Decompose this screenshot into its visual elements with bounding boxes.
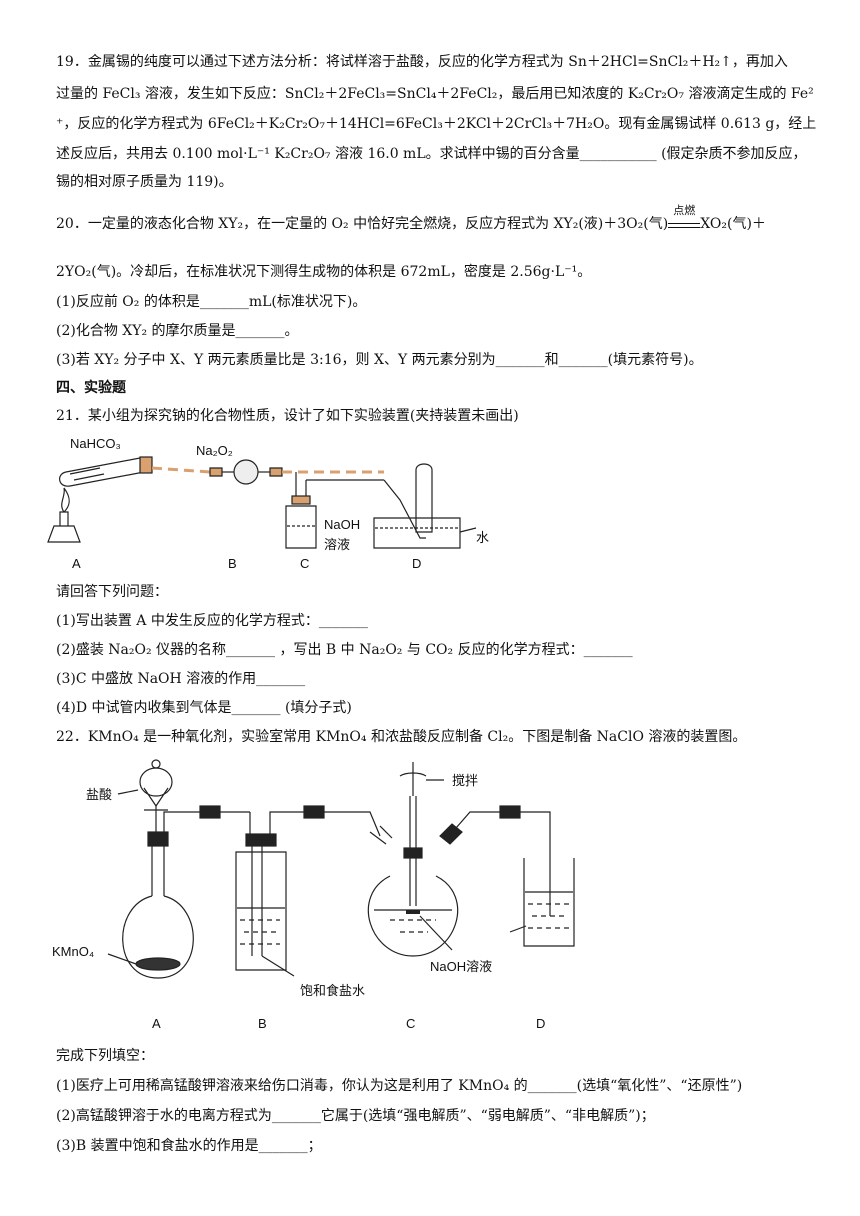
naoh-label: NaOH	[324, 517, 361, 532]
nahco3-label: NaHCO₃	[70, 436, 121, 451]
alcohol-lamp	[47, 525, 81, 543]
q21-intro: 请回答下列问题：	[56, 584, 168, 600]
q21-part-3: (3)C 中盛放 NaOH 溶液的作用_______	[56, 671, 306, 687]
q21-apparatus-figure	[47, 456, 477, 549]
q19-line-2: 过量的 FeCl₃ 溶液，发生如下反应：SnCl₂＋2FeCl₃=SnCl₄＋2…	[56, 86, 814, 102]
q22-part-2: (2)高锰酸钾溶于水的电离方程式为_______它属于(选填“强电解质”、“弱电…	[56, 1108, 655, 1124]
fig2-label-c: C	[406, 1016, 416, 1031]
na2o2-label: Na₂O₂	[196, 443, 233, 458]
q20-part-2: (2)化合物 XY₂ 的摩尔质量是_______。	[56, 323, 299, 339]
kmno4-label: KMnO₄	[52, 944, 95, 959]
q20-part-1: (1)反应前 O₂ 的体积是_______mL(标准状况下)。	[56, 294, 367, 310]
q22-apparatus-figure	[107, 759, 575, 979]
brine-label: 饱和食盐水	[300, 983, 366, 998]
fig1-label-c: C	[300, 556, 310, 571]
ignite-label: 点燃	[673, 204, 696, 217]
q20-line-1: 20．一定量的液态化合物 XY₂，在一定量的 O₂ 中恰好完全燃烧，反应方程式为…	[56, 204, 766, 234]
q21-stem: 21．某小组为探究钠的化合物性质，设计了如下实验装置(夹持装置未画出)	[56, 408, 519, 424]
q22-part-1: (1)医疗上可用稀高锰酸钾溶液来给伤口消毒，你认为这是利用了 KMnO₄ 的__…	[56, 1078, 743, 1094]
q20-line-1-a: 20．一定量的液态化合物 XY₂，在一定量的 O₂ 中恰好完全燃烧，反应方程式为…	[56, 216, 669, 232]
naoh-solution-label: NaOH溶液	[430, 959, 493, 974]
q21-part-2: (2)盛装 Na₂O₂ 仪器的名称_______ ，写出 B 中 Na₂O₂ 与…	[56, 642, 633, 658]
fig2-label-d: D	[536, 1016, 546, 1031]
fig1-label-b: B	[228, 556, 237, 571]
q19-line-1: 19．金属锡的纯度可以通过下述方法分析：将试样溶于盐酸，反应的化学方程式为 Sn…	[56, 54, 788, 70]
section-heading: 四、实验题	[56, 380, 126, 396]
q20-line-2: 2YO₂(气)。冷却后，在标准状况下测得生成物的体积是 672mL，密度是 2.…	[56, 264, 592, 280]
fig2-label-a: A	[152, 1016, 161, 1031]
q22-part-3: (3)B 装置中饱和食盐水的作用是_______；	[56, 1138, 322, 1154]
fig1-label-a: A	[72, 556, 81, 571]
reaction-condition: 点燃	[668, 204, 701, 228]
q21-part-4: (4)D 中试管内收集到气体是_______ (填分子式)	[56, 700, 352, 716]
q22-stem: 22．KMnO₄ 是一种氧化剂，实验室常用 KMnO₄ 和浓盐酸反应制备 Cl₂…	[56, 729, 747, 745]
q20-line-1-b: XO₂(气)＋	[700, 216, 766, 232]
fig1-label-d: D	[412, 556, 422, 571]
fig2-label-b: B	[258, 1016, 267, 1031]
solution-label: 溶液	[324, 537, 351, 552]
q19-line-4: 述反应后，共用去 0.100 mol·L⁻¹ K₂Cr₂O₇ 溶液 16.0 m…	[56, 146, 807, 162]
q21-part-1: (1)写出装置 A 中发生反应的化学方程式：_______	[56, 613, 368, 629]
hcl-label: 盐酸	[86, 787, 113, 802]
q22-intro: 完成下列填空：	[56, 1048, 154, 1064]
q20-part-3: (3)若 XY₂ 分子中 X、Y 两元素质量比是 3:16，则 X、Y 两元素分…	[56, 352, 703, 368]
water-label: 水	[476, 530, 490, 545]
stir-label: 搅拌	[452, 773, 479, 788]
q19-line-3: ⁺，反应的化学方程式为 6FeCl₂＋K₂Cr₂O₇＋14HCl=6FeCl₃＋…	[56, 116, 817, 132]
q19-line-5: 锡的相对原子质量为 119)。	[56, 174, 233, 190]
